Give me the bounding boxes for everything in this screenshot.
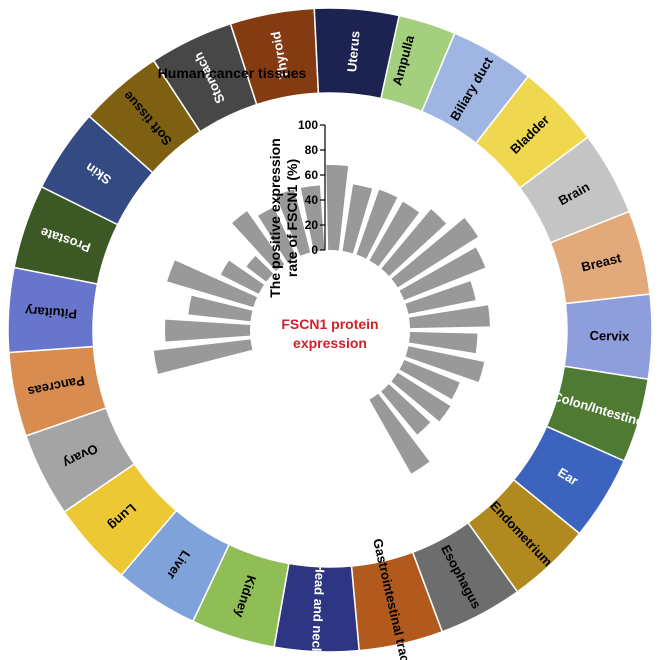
- ring-segment-uterus: [313, 7, 401, 100]
- y-axis-title-line: rate of FSCN1 (%): [284, 159, 300, 277]
- y-tick-label: 60: [305, 168, 319, 182]
- radial-bar-liver: [381, 209, 447, 276]
- radial-bar-prostate: [409, 331, 478, 354]
- radial-bar-gastrointestinal-tract: [342, 184, 373, 254]
- y-axis-title: The positive expressionrate of FSCN1 (%): [267, 138, 300, 298]
- y-tick-label: 80: [305, 143, 319, 157]
- radial-bar-kidney: [369, 201, 420, 267]
- y-tick-label: 40: [305, 193, 319, 207]
- radial-bar-esophagus: [326, 165, 349, 251]
- radial-bar-head-and-neck: [356, 189, 398, 259]
- y-tick-label: 20: [305, 218, 319, 232]
- radial-bar-biliary-duct: [188, 295, 253, 322]
- chart-title: Human cancer tissues: [158, 65, 307, 81]
- radial-bar-cervix: [232, 211, 285, 272]
- radial-bar-skin: [405, 346, 485, 383]
- y-axis-title-line: The positive expression: [267, 138, 283, 298]
- radial-bar-brain: [220, 260, 265, 294]
- y-tick-label: 100: [298, 118, 318, 132]
- center-label-line: expression: [293, 335, 367, 351]
- radial-bar-soft-tissue: [399, 359, 460, 400]
- segment-label-head-and-neck: Head and neck: [309, 563, 328, 656]
- segment-label-uterus: Uterus: [344, 30, 362, 72]
- radial-bar-uterus: [369, 393, 430, 474]
- radial-bar-ear: [275, 189, 311, 256]
- center-label-line: FSCN1 protein: [281, 316, 378, 332]
- radial-bar-thyroid: [381, 384, 431, 435]
- radial-bar-adrenal-glands: [153, 339, 253, 374]
- radial-bar-stomach: [391, 372, 451, 422]
- y-tick-label: 0: [311, 243, 318, 257]
- radial-bar-endometrium: [300, 185, 325, 252]
- segment-label-pituitary: Pituitary: [24, 303, 78, 321]
- radial-bar-pancreas: [405, 281, 476, 314]
- radial-bar-lung: [391, 217, 479, 288]
- radial-bar-ampulla: [165, 319, 251, 342]
- radial-bar-colon-intestine: [258, 207, 297, 263]
- segment-label-cervix: Cervix: [589, 328, 630, 344]
- radial-bar-breast: [246, 256, 274, 282]
- radial-bar-ovary: [399, 247, 486, 301]
- radial-bar-bladder: [167, 260, 258, 308]
- radial-bar-pituitary: [409, 305, 490, 329]
